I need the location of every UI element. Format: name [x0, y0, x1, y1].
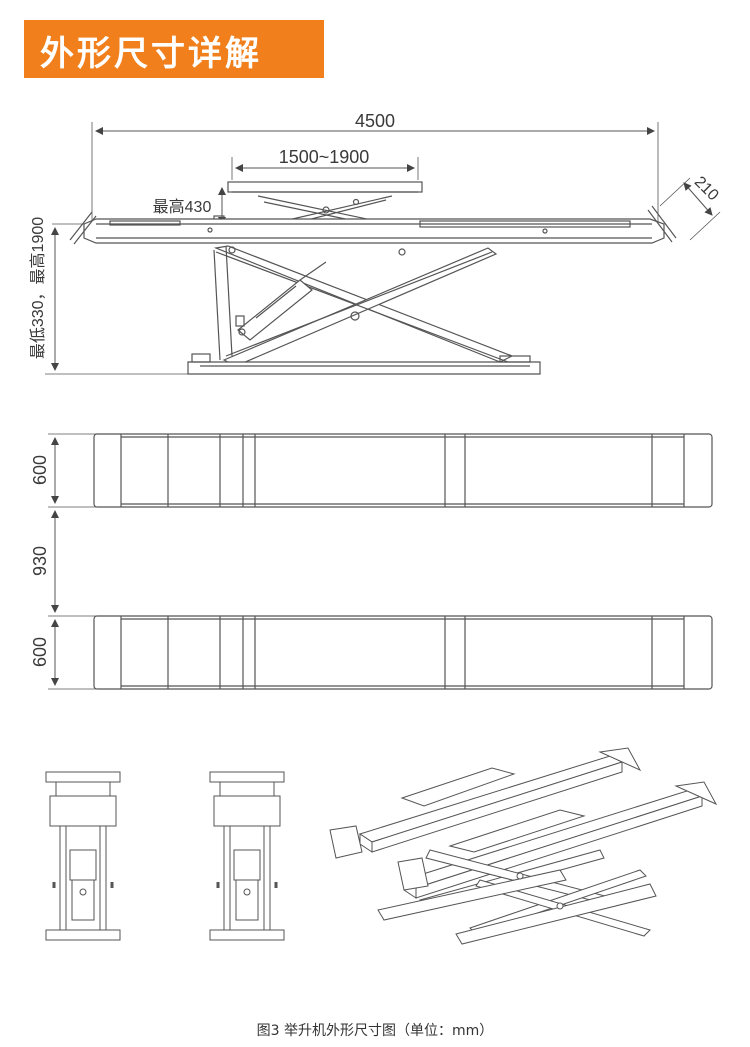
- ramp-length-label: 210: [691, 173, 722, 204]
- overall-length-label: 4500: [355, 111, 395, 131]
- platform-length-label: 1500~1900: [279, 147, 370, 167]
- gap-width-label: 930: [30, 546, 50, 576]
- page-title: 外形尺寸详解: [40, 34, 262, 74]
- platform-width-1-label: 600: [30, 455, 50, 485]
- side-view: [45, 122, 721, 375]
- end-view-left: [45, 771, 121, 941]
- figure-caption: 图3 举升机外形尺寸图（单位：mm）: [256, 1023, 494, 1039]
- title-banner: [24, 20, 324, 78]
- height-range-label: 最低330，最高1900: [29, 217, 47, 359]
- top-view: [48, 433, 713, 690]
- end-view-right: [209, 771, 285, 941]
- max-secondary-height-label: 最高430: [153, 198, 212, 216]
- platform-width-2-label: 600: [30, 637, 50, 667]
- isometric-view: [329, 747, 718, 945]
